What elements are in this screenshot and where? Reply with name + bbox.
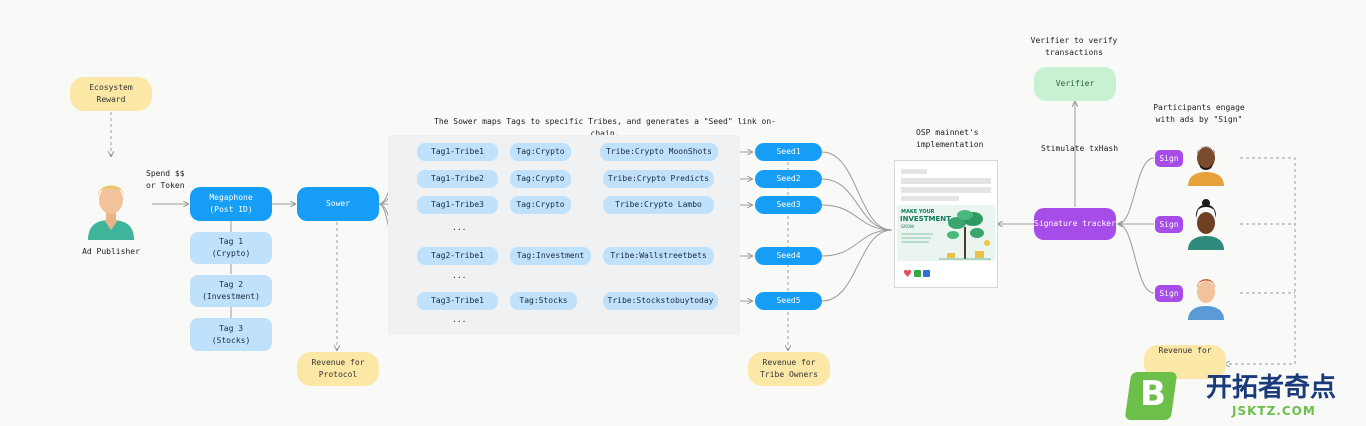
stimulate-label: Stimulate txHash	[1041, 144, 1119, 153]
tag-box: Tag:Crypto	[510, 170, 571, 188]
participant-avatar	[1184, 140, 1228, 186]
tag-box: Tag:Investment	[510, 247, 591, 265]
tribe-box: Tribe:Crypto Lambo	[603, 196, 714, 214]
participants-caption: Participants engage with ads by "Sign"	[1153, 103, 1245, 124]
ad-text-line	[901, 237, 931, 239]
seed-box: Seed3	[755, 196, 822, 214]
tag-box: Tag:Stocks	[510, 292, 577, 310]
seed-box: Seed1	[755, 143, 822, 161]
megaphone-box: Megaphone (Post ID)	[190, 187, 272, 221]
thumbs-up-icon	[913, 270, 921, 277]
tag-stocks-box: Tag 3 (Stocks)	[190, 318, 272, 351]
watermark-logo: B 开拓者奇点 JSKTZ.COM	[1124, 372, 1360, 424]
ellipsis: ...	[452, 315, 467, 324]
ad-publisher-avatar	[84, 178, 138, 240]
sign-button[interactable]: Sign	[1155, 285, 1183, 302]
placeholder-bar	[901, 178, 991, 184]
tag-tribe-box: Tag1-Tribe2	[417, 170, 498, 188]
spend-label: Spend $$ or Token	[146, 169, 185, 190]
ecosystem-reward-box: Ecosystem Reward	[70, 77, 152, 111]
participant-avatar	[1184, 272, 1228, 320]
osp-caption: OSP mainnet's implementation	[916, 128, 984, 149]
tribe-box: Tribe:Stockstobuytoday	[603, 292, 718, 310]
tag-tribe-box: Tag3-Tribe1	[417, 292, 498, 310]
investment-ad-image: MAKE YOUR INVESTMENT GROW	[897, 205, 995, 261]
tribe-box: Tribe:Crypto Predicts	[603, 170, 714, 188]
logo-domain-text: JSKTZ.COM	[1232, 404, 1316, 418]
tag-tribe-box: Tag2-Tribe1	[417, 247, 498, 265]
revenue-tribe-owners-box: Revenue for Tribe Owners	[748, 352, 830, 386]
ad-publisher-label: Ad Publisher	[82, 247, 140, 256]
sower-box: Sower	[297, 187, 379, 221]
sign-button[interactable]: Sign	[1155, 216, 1183, 233]
money-tree-icon	[939, 210, 991, 260]
logo-letter: B	[1140, 374, 1166, 414]
heart-icon: ♥	[903, 269, 912, 280]
ad-headline-sub: GROW	[901, 224, 914, 229]
ad-text-line	[901, 241, 929, 243]
placeholder-bar	[901, 196, 959, 201]
participant-avatar	[1184, 198, 1228, 250]
tribe-box: Tribe:Crypto MoonShots	[600, 143, 718, 161]
verifier-box: Verifier	[1034, 67, 1116, 101]
ellipsis: ...	[452, 223, 467, 232]
seed-box: Seed4	[755, 247, 822, 265]
tag-box: Tag:Crypto	[510, 143, 571, 161]
tag-box: Tag:Crypto	[510, 196, 571, 214]
seed-box: Seed2	[755, 170, 822, 188]
thumbs-down-icon	[922, 270, 930, 277]
tag-crypto-box: Tag 1 (Crypto)	[190, 232, 272, 264]
sower-caption: The Sower maps Tags to specific Tribes, …	[434, 117, 776, 138]
tag-investment-box: Tag 2 (Investment)	[190, 275, 272, 307]
ad-headline-small: MAKE YOUR	[901, 209, 935, 215]
tribe-box: Tribe:Wallstreetbets	[603, 247, 714, 265]
signature-tracker-box: Signature tracker	[1034, 208, 1116, 240]
placeholder-bar	[901, 169, 927, 174]
osp-ad-card: MAKE YOUR INVESTMENT GROW ♥	[894, 160, 998, 288]
tag-tribe-box: Tag1-Tribe1	[417, 143, 498, 161]
sign-button[interactable]: Sign	[1155, 150, 1183, 167]
ellipsis: ...	[452, 271, 467, 280]
revenue-protocol-box: Revenue for Protocol	[297, 352, 379, 386]
placeholder-bar	[901, 187, 991, 193]
ad-text-line	[901, 233, 933, 235]
seed-box: Seed5	[755, 292, 822, 310]
reaction-icons: ♥	[903, 269, 930, 280]
ad-headline-big: INVESTMENT	[900, 215, 951, 223]
verifier-caption: Verifier to verify transactions	[1030, 36, 1118, 57]
tag-tribe-box: Tag1-Tribe3	[417, 196, 498, 214]
logo-chinese-text: 开拓者奇点	[1206, 373, 1337, 403]
